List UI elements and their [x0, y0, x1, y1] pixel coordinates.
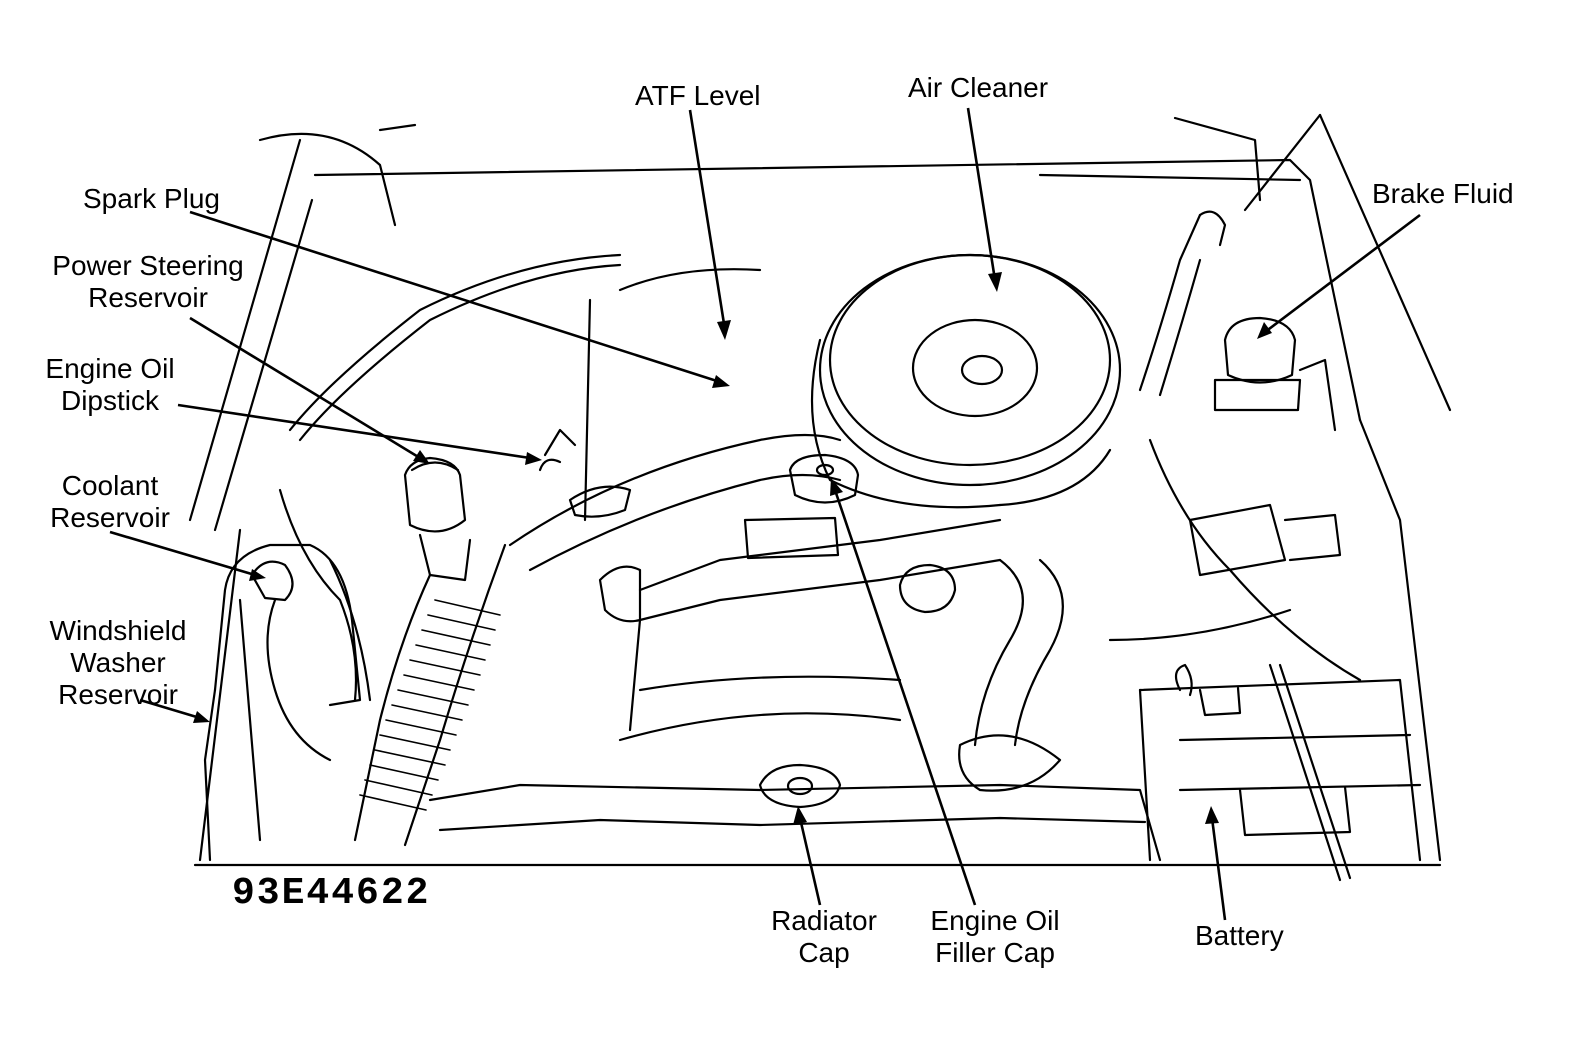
spark-plug-leader — [189, 210, 721, 384]
compartment-outline — [188, 113, 1452, 867]
leader-lines — [109, 107, 1421, 921]
label-windshield-washer-reservoir: Windshield Washer Reservoir — [49, 615, 187, 710]
left-harness — [278, 253, 622, 702]
engine-oil-dipstick-leader — [177, 403, 531, 460]
brake-fluid-reservoir — [1213, 316, 1337, 432]
engine-block — [583, 268, 1064, 792]
air-cleaner-leader — [966, 107, 997, 281]
coolant-reservoir-leader — [109, 530, 256, 577]
radiator-cap — [758, 763, 842, 809]
figure-number: 93E44622 — [232, 872, 431, 915]
battery — [1138, 678, 1422, 862]
windshield-washer-reservoir — [203, 543, 362, 862]
power-steering-reservoir — [403, 456, 472, 582]
label-brake-fluid: Brake Fluid — [1372, 178, 1514, 209]
label-battery: Battery — [1195, 920, 1284, 951]
engine-oil-filler-leader — [833, 489, 977, 906]
coolant-reservoir — [250, 560, 332, 762]
brake-fluid-leader — [1264, 213, 1421, 334]
radiator — [428, 783, 1162, 862]
label-engine-oil-dipstick: Engine Oil Dipstick — [45, 353, 175, 416]
engine-oil-filler-cap — [788, 453, 860, 504]
air-cleaner — [810, 253, 1122, 509]
battery-leader — [1210, 817, 1227, 921]
atf-level-leader — [688, 109, 727, 331]
label-power-steering-reservoir: Power Steering Reservoir — [52, 250, 244, 313]
intake-hose — [353, 543, 507, 847]
label-radiator-cap: Radiator Cap — [771, 905, 877, 968]
battery-cable — [1174, 663, 1352, 882]
windshield-washer-leader — [139, 698, 201, 720]
right-side-wiring — [1108, 210, 1362, 682]
radiator-cap-leader — [798, 817, 822, 906]
label-atf-level: ATF Level — [635, 80, 761, 111]
label-engine-oil-filler-cap: Engine Oil Filler Cap — [930, 905, 1060, 968]
label-coolant-reservoir: Coolant Reservoir — [50, 470, 170, 533]
air-duct — [508, 433, 842, 572]
label-spark-plug: Spark Plug — [83, 183, 220, 214]
label-air-cleaner: Air Cleaner — [908, 72, 1049, 103]
